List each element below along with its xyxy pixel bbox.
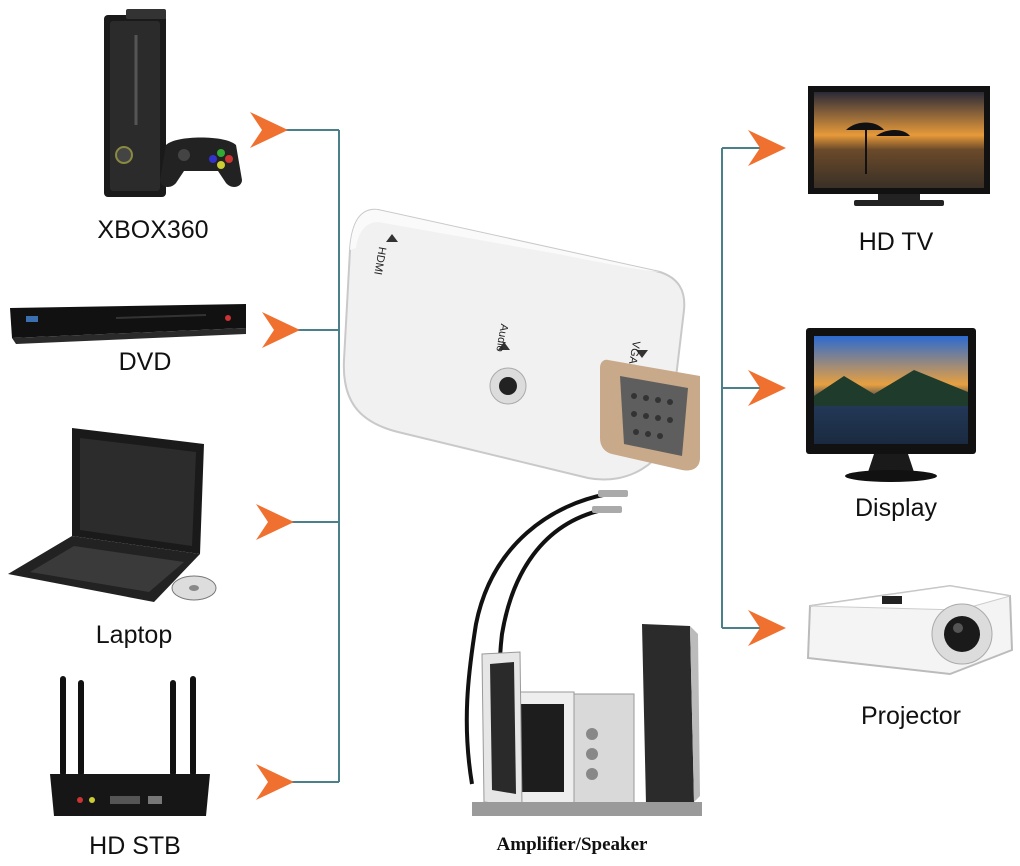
source-label-stb: HD STB <box>89 832 181 860</box>
arrowheads <box>250 112 786 800</box>
adapter-icon <box>338 200 714 490</box>
arrow-laptop <box>256 504 294 540</box>
router-icon <box>40 676 220 816</box>
left-bus <box>278 129 340 783</box>
audio-output-label: Amplifier/Speaker <box>496 834 648 855</box>
source-label-laptop: Laptop <box>95 621 173 649</box>
tv-icon <box>806 84 992 212</box>
target-label-display: Display <box>855 494 937 522</box>
arrow-projector <box>748 610 786 646</box>
projector-icon <box>800 580 1020 676</box>
arrow-hdtv <box>748 130 786 166</box>
arrow-xbox <box>250 112 288 148</box>
source-label-xbox: XBOX360 <box>97 216 209 244</box>
arrow-display <box>748 370 786 406</box>
arrow-stb <box>256 764 294 800</box>
target-label-hdtv: HD TV <box>858 228 934 256</box>
dvd-player-icon <box>6 298 250 346</box>
monitor-icon <box>804 326 978 486</box>
target-label-projector: Projector <box>860 702 962 730</box>
game-console-icon <box>96 5 246 205</box>
speaker-icon <box>432 484 722 824</box>
arrow-dvd <box>262 312 300 348</box>
laptop-icon <box>4 424 226 606</box>
source-label-dvd: DVD <box>118 348 172 376</box>
